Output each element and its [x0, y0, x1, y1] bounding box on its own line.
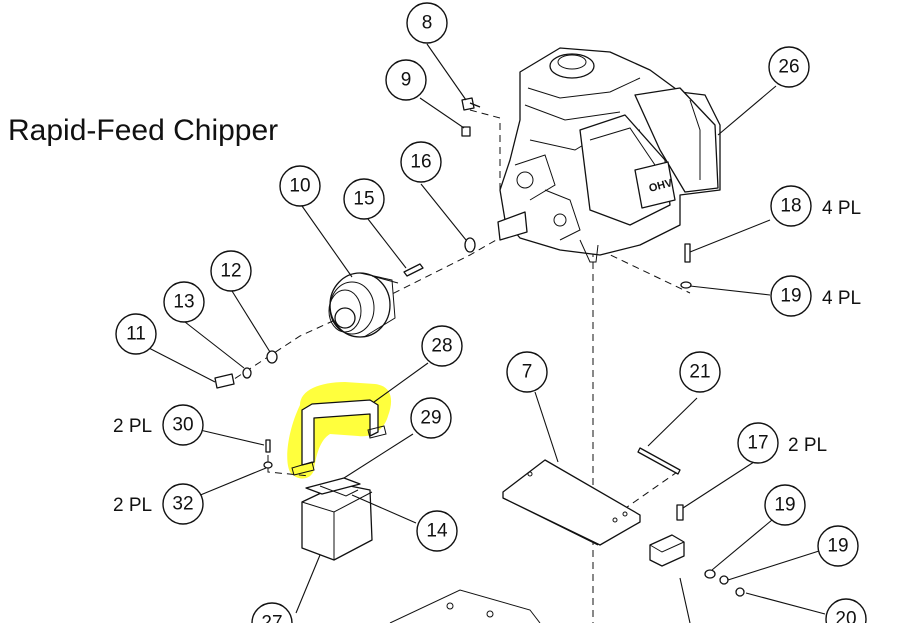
qty-30: 2 PL — [113, 416, 152, 437]
qty-19: 4 PL — [822, 288, 861, 309]
washer-part-32 — [263, 461, 273, 469]
bracket-bolt-line — [267, 455, 311, 477]
svg-text:32: 32 — [172, 494, 193, 515]
callout-7: 7 — [506, 351, 548, 393]
bolt-part-21 — [637, 447, 681, 475]
washer-part-19-lower-a — [704, 569, 716, 579]
callout-19-low: 19 — [817, 525, 859, 567]
callout-17: 17 — [737, 422, 779, 464]
callout-8: 8 — [406, 2, 448, 44]
battery-part-27 — [301, 483, 373, 561]
fitting-part-9 — [461, 126, 471, 137]
svg-text:27: 27 — [261, 613, 282, 623]
svg-text:16: 16 — [410, 152, 431, 173]
svg-text:15: 15 — [353, 189, 374, 210]
svg-text:7: 7 — [522, 362, 533, 383]
lock-washer-part-13 — [242, 367, 252, 379]
svg-text:19: 19 — [780, 286, 801, 307]
bolt-part-17 — [676, 504, 684, 521]
plate-bolt-line — [619, 454, 681, 513]
svg-text:19: 19 — [827, 536, 848, 557]
key-part-15 — [403, 263, 424, 277]
callout-10: 10 — [279, 165, 321, 207]
frame-section — [389, 589, 541, 623]
washer-part-19-top — [680, 281, 692, 289]
callout-21: 21 — [679, 351, 721, 393]
callout-13: 13 — [163, 281, 205, 323]
callout-12: 12 — [210, 250, 252, 292]
svg-text:9: 9 — [401, 70, 412, 91]
qty-32: 2 PL — [113, 495, 152, 516]
bolt-part-30 — [265, 439, 271, 453]
strap-part-14 — [305, 477, 361, 497]
engine-drawing: OHV — [497, 47, 721, 263]
callout-30: 30 — [162, 404, 204, 446]
svg-text:30: 30 — [172, 415, 193, 436]
svg-text:26: 26 — [778, 57, 799, 78]
svg-text:28: 28 — [431, 336, 452, 357]
fitting-part-8 — [461, 97, 481, 111]
bolt-part-11 — [214, 373, 235, 389]
mounting-plate-part-7 — [502, 459, 641, 546]
washer-part-19-lower-b — [719, 575, 729, 585]
callout-14: 14 — [416, 510, 458, 552]
angle-bracket — [649, 534, 685, 567]
washer-part-12 — [266, 350, 278, 364]
svg-text:17: 17 — [747, 433, 768, 454]
svg-text:13: 13 — [173, 292, 194, 313]
svg-text:18: 18 — [780, 196, 801, 217]
svg-text:29: 29 — [420, 408, 441, 429]
callout-28: 28 — [421, 325, 463, 367]
qty-18: 4 PL — [822, 198, 861, 219]
svg-text:8: 8 — [422, 13, 433, 34]
mount-bolt-line — [599, 249, 691, 294]
bolt-part-18 — [684, 243, 691, 263]
callout-19-top: 19 — [770, 275, 812, 317]
fitting-guide-line — [469, 109, 501, 190]
qty-17: 2 PL — [788, 435, 827, 456]
svg-text:12: 12 — [220, 261, 241, 282]
shaft-axis-line — [224, 231, 511, 386]
svg-text:11: 11 — [126, 324, 146, 345]
callout-26: 26 — [768, 46, 810, 88]
callout-32: 32 — [162, 483, 204, 525]
diagram-title: Rapid-Feed Chipper — [8, 114, 279, 147]
nut-part-20 — [735, 587, 745, 597]
bracket-part-28 — [291, 399, 387, 476]
svg-text:20: 20 — [835, 609, 856, 623]
pulley-part-10 — [328, 272, 399, 338]
callout-15: 15 — [343, 178, 385, 220]
callout-27: 27 — [251, 602, 293, 623]
callout-16: 16 — [400, 141, 442, 183]
callout-18: 18 — [770, 185, 812, 227]
svg-text:19: 19 — [774, 495, 795, 516]
svg-text:10: 10 — [289, 176, 310, 197]
leader-lines — [144, 43, 826, 623]
callout-29: 29 — [410, 397, 452, 439]
callout-20: 20 — [825, 598, 867, 623]
callout-19-mid: 19 — [764, 484, 806, 526]
svg-text:14: 14 — [426, 521, 448, 542]
washer-part-16 — [464, 237, 476, 253]
svg-text:21: 21 — [689, 362, 710, 383]
callout-11: 11 — [115, 313, 157, 355]
callout-9: 9 — [385, 59, 427, 101]
